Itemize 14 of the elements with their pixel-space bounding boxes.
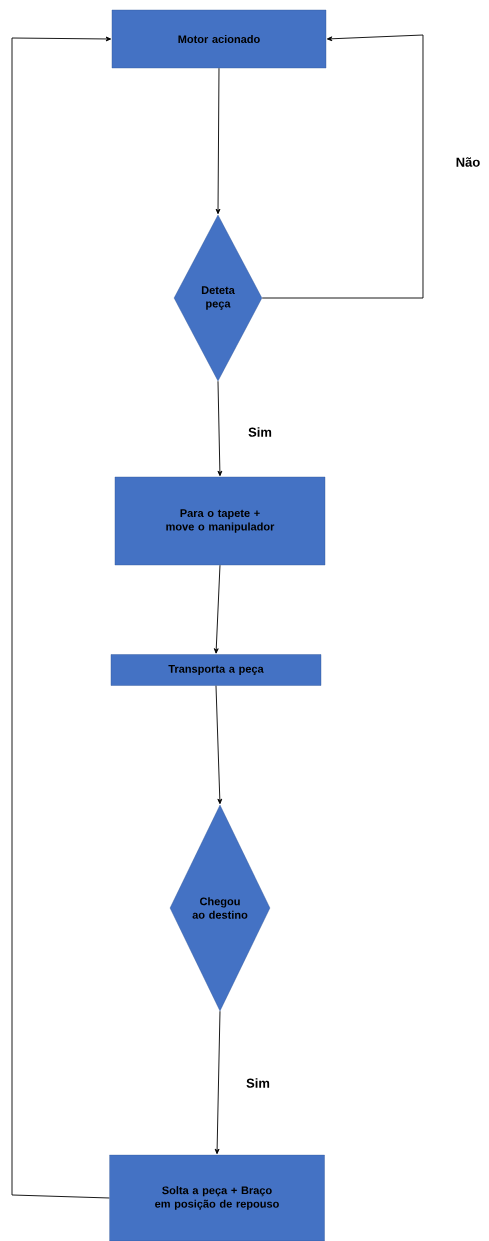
process-box: Solta a peça + Braço em posição de repouso <box>109 1154 325 1241</box>
arrow <box>213 564 221 654</box>
arrow <box>261 34 424 299</box>
arrow <box>215 67 221 215</box>
process-box: Para o tapete + move o manipulador <box>114 476 326 566</box>
edge-label: Sim <box>246 425 274 439</box>
edge-label: Sim <box>244 1076 272 1090</box>
arrow <box>217 380 223 477</box>
arrow <box>11 36 112 1199</box>
arrow <box>214 1010 221 1155</box>
edge-label: Não <box>454 155 482 169</box>
process-box: Transporta a peça <box>110 654 322 686</box>
arrow <box>215 685 223 805</box>
process-box: Motor acionado <box>111 9 327 69</box>
